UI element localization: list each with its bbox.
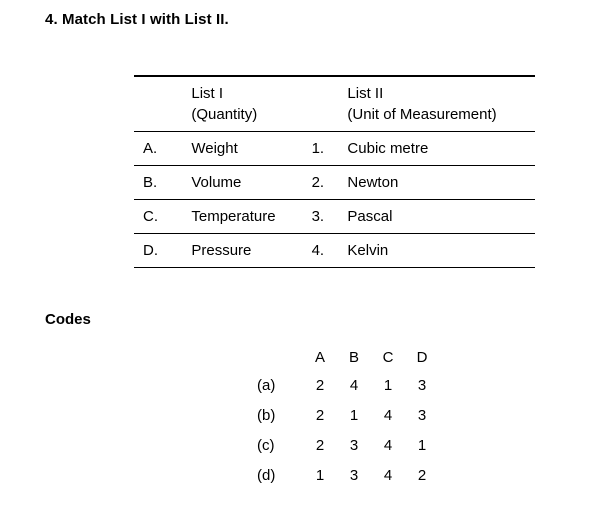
row-number: 3.	[311, 199, 348, 234]
row-number: 2.	[311, 165, 348, 200]
option-a-value-d: 3	[417, 377, 427, 394]
row-unit: Newton	[347, 165, 535, 200]
table-row: B. Volume 2. Newton	[134, 165, 535, 200]
codes-header-a: A	[314, 349, 325, 366]
option-b-value-c: 4	[383, 407, 393, 424]
codes-heading: Codes	[45, 311, 91, 328]
option-row-c[interactable]: (c) 2 3 4 1	[253, 431, 439, 461]
option-c-value-a: 2	[315, 437, 325, 454]
option-label-d[interactable]: (d)	[257, 467, 276, 484]
option-d-value-b: 3	[349, 467, 359, 484]
option-b-value-b: 1	[349, 407, 359, 424]
option-row-a[interactable]: (a) 2 4 1 3	[253, 371, 439, 401]
table-row: D. Pressure 4. Kelvin	[134, 233, 535, 268]
row-unit: Cubic metre	[347, 131, 535, 166]
option-b-value-d: 3	[417, 407, 427, 424]
row-key: D.	[134, 233, 192, 268]
table-row: A. Weight 1. Cubic metre	[134, 131, 535, 166]
row-key: C.	[134, 199, 192, 234]
table-header-row: List I (Quantity) List II (Unit of Measu…	[134, 75, 535, 132]
option-d-value-c: 4	[383, 467, 393, 484]
codes-header-c: C	[382, 349, 394, 366]
row-quantity: Weight	[191, 131, 312, 166]
option-a-value-c: 1	[383, 377, 393, 394]
codes-options-table: A B C D (a) 2 4 1 3 (b) 2 1 4 3 (c) 2 3 …	[253, 345, 439, 491]
option-c-value-b: 3	[349, 437, 359, 454]
option-d-value-d: 2	[417, 467, 427, 484]
row-number: 1.	[311, 131, 348, 166]
row-number: 4.	[311, 233, 348, 268]
row-unit: Kelvin	[347, 233, 535, 268]
row-key: B.	[134, 165, 192, 200]
header-list-ii-line2: (Unit of Measurement)	[347, 106, 497, 123]
codes-header-spacer	[253, 345, 303, 371]
option-c-value-c: 4	[383, 437, 393, 454]
row-key: A.	[134, 131, 192, 166]
option-label-b[interactable]: (b)	[257, 407, 276, 424]
option-row-b[interactable]: (b) 2 1 4 3	[253, 401, 439, 431]
codes-header-b: B	[348, 349, 359, 366]
table-row: C. Temperature 3. Pascal	[134, 199, 535, 234]
match-list-table: List I (Quantity) List II (Unit of Measu…	[134, 75, 535, 268]
header-list-i: List I (Quantity)	[191, 75, 312, 132]
header-list-i-line1: List I	[191, 85, 224, 102]
header-list-ii-line1: List II	[347, 85, 384, 102]
option-c-value-d: 1	[417, 437, 427, 454]
header-key-col	[134, 75, 192, 132]
option-a-value-b: 4	[349, 377, 359, 394]
option-label-a[interactable]: (a)	[257, 377, 276, 394]
option-row-d[interactable]: (d) 1 3 4 2	[253, 461, 439, 491]
header-list-i-line2: (Quantity)	[191, 106, 258, 123]
option-b-value-a: 2	[315, 407, 325, 424]
header-list-ii: List II (Unit of Measurement)	[347, 75, 535, 132]
option-label-c[interactable]: (c)	[257, 437, 275, 454]
codes-header-row: A B C D	[253, 345, 439, 371]
option-a-value-a: 2	[315, 377, 325, 394]
row-quantity: Volume	[191, 165, 312, 200]
header-num-col	[311, 75, 348, 132]
row-quantity: Temperature	[191, 199, 312, 234]
option-d-value-a: 1	[315, 467, 325, 484]
codes-header-d: D	[416, 349, 428, 366]
row-quantity: Pressure	[191, 233, 312, 268]
page-title: 4. Match List I with List II.	[45, 11, 229, 28]
row-unit: Pascal	[347, 199, 535, 234]
